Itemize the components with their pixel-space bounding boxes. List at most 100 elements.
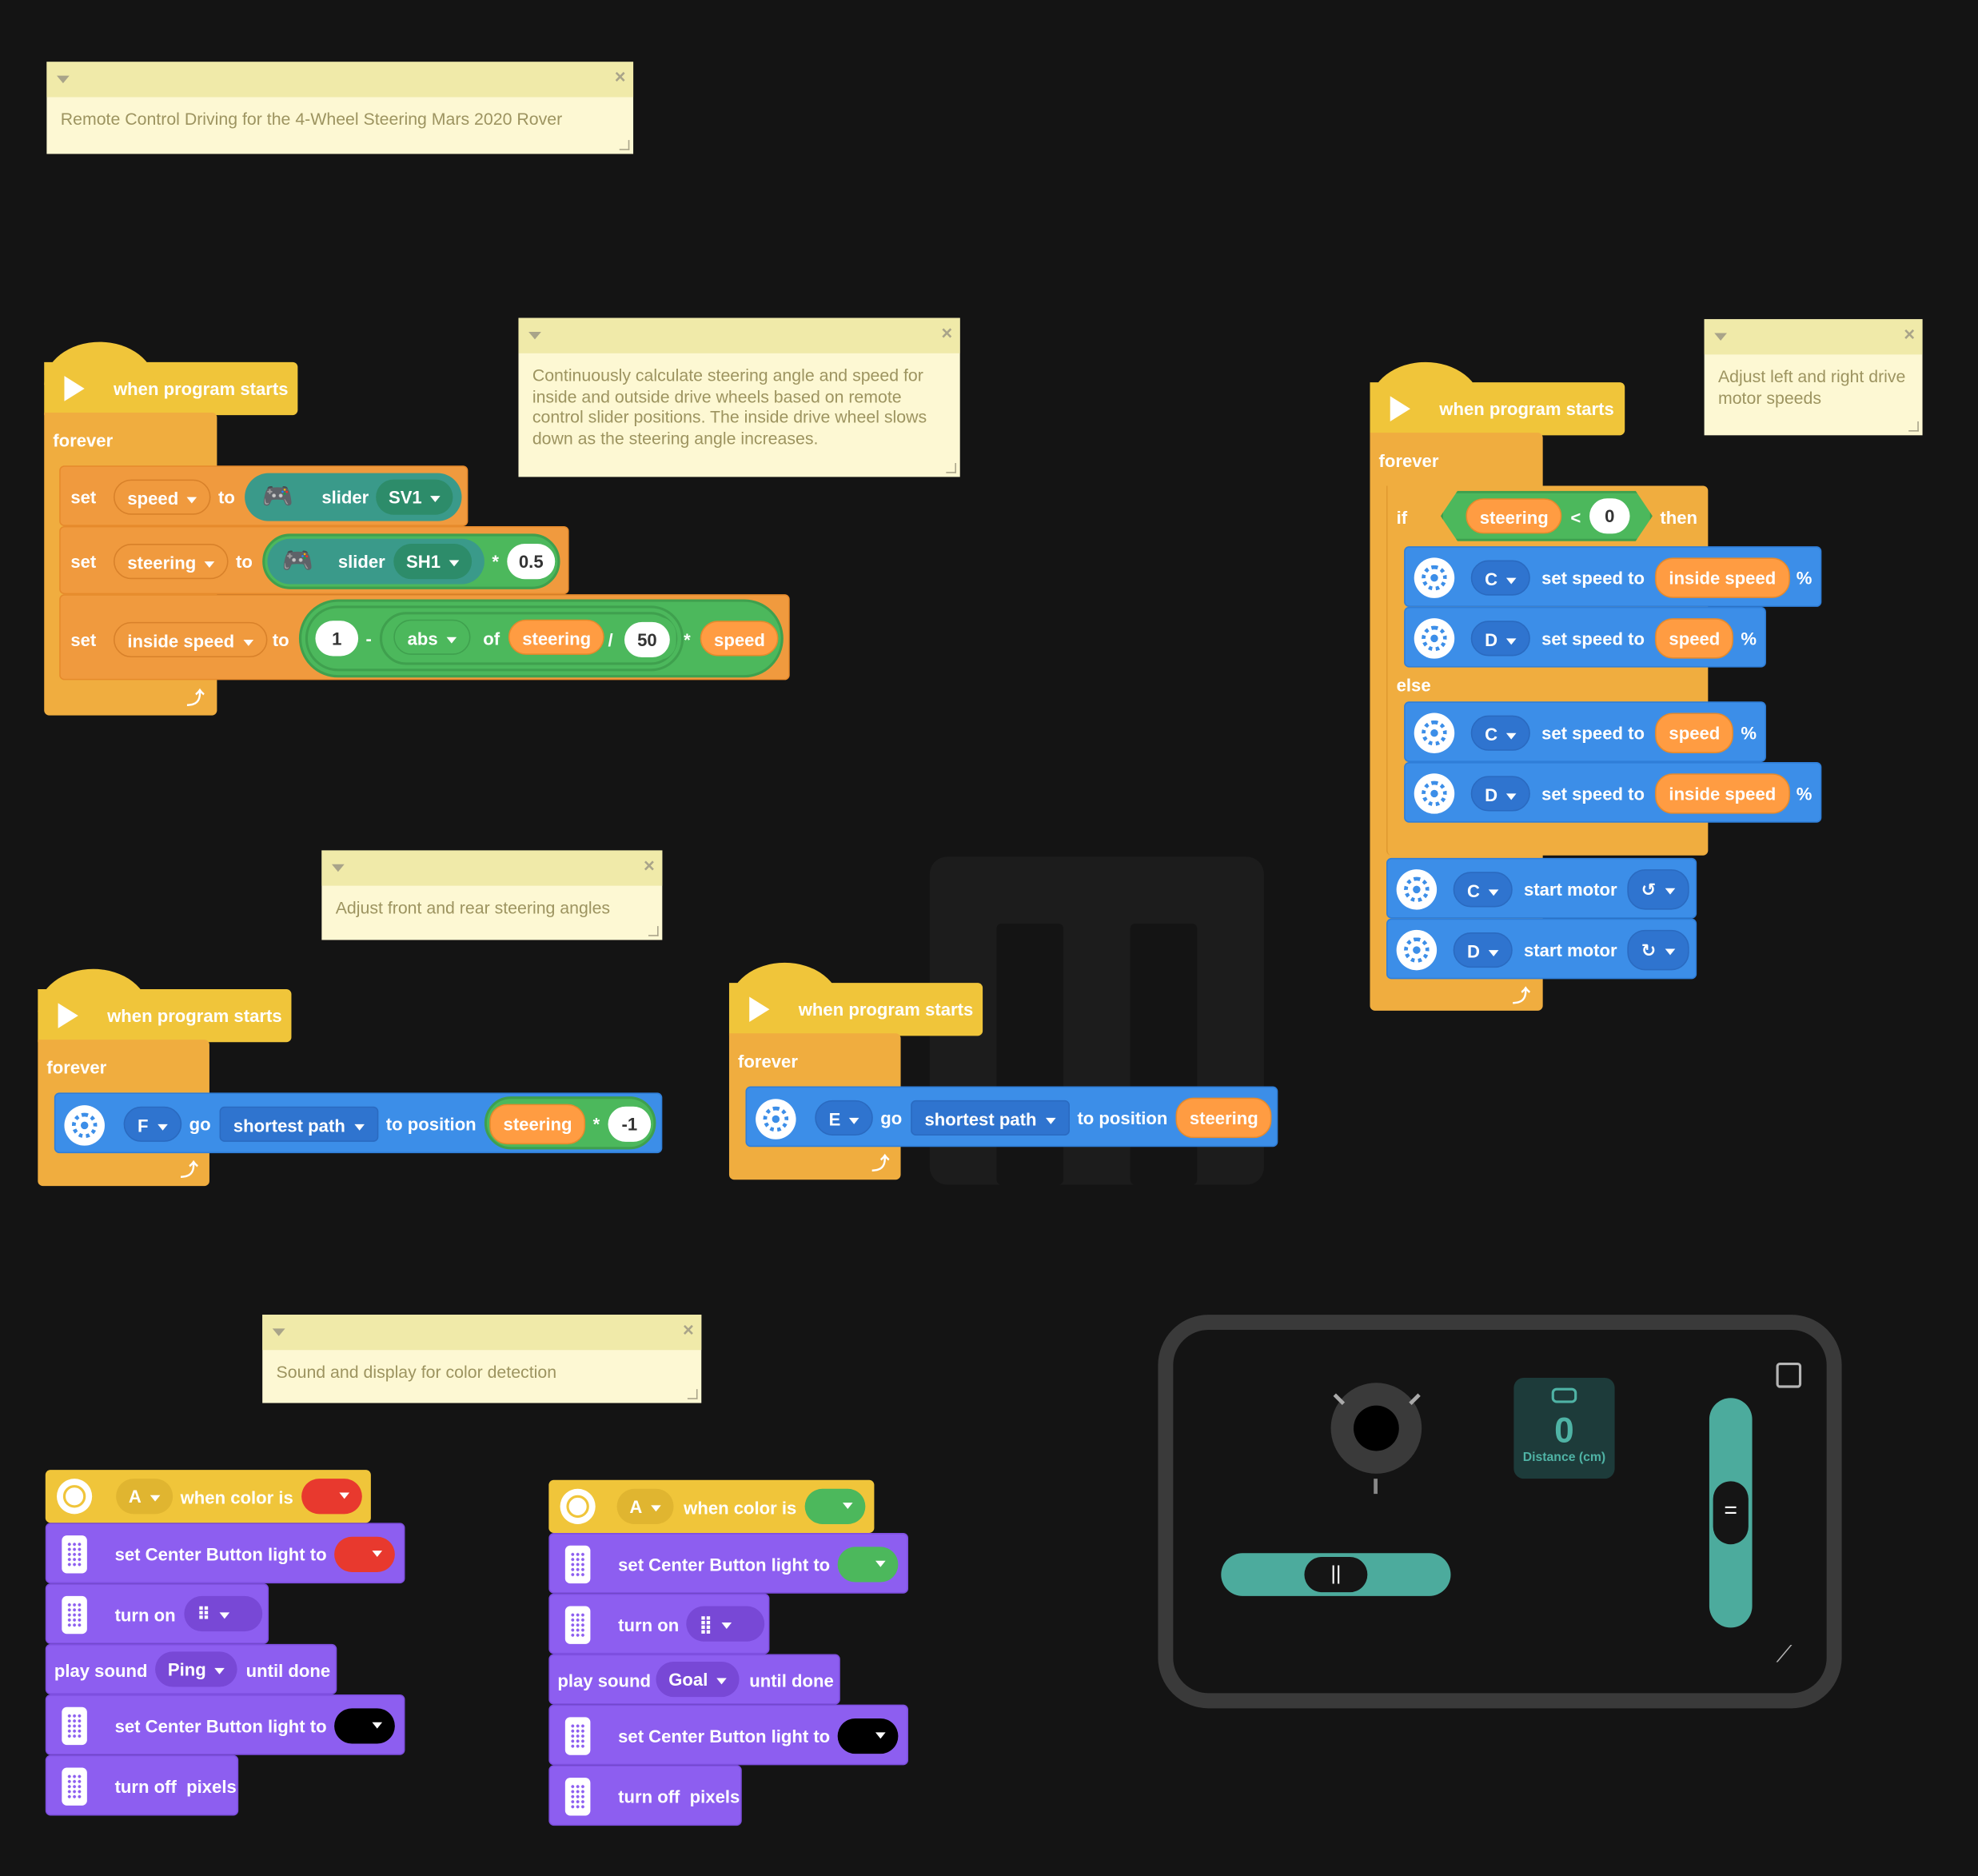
- speed-reporter[interactable]: speed: [1655, 618, 1734, 659]
- note-header[interactable]: ×: [46, 62, 634, 98]
- abs-dropdown[interactable]: abs: [393, 619, 471, 655]
- turn-on-block[interactable]: turn on ⣿: [548, 1593, 770, 1654]
- set-speed-block[interactable]: set speed to 🎮 slider SV1: [59, 465, 469, 526]
- collapse-icon[interactable]: [528, 331, 541, 340]
- turn-off-pixels-block[interactable]: turn off pixels: [45, 1754, 239, 1816]
- multiply-operator[interactable]: steering * -1: [484, 1096, 656, 1150]
- close-icon[interactable]: ×: [614, 66, 626, 89]
- sound-dropdown[interactable]: Ping: [155, 1651, 238, 1687]
- speed-reporter[interactable]: speed: [700, 621, 780, 657]
- play-sound-block[interactable]: play sound Ping until done: [45, 1643, 337, 1694]
- remote-control-dashboard[interactable]: ⟋ 0 Distance (cm) || =: [1158, 1315, 1842, 1709]
- close-icon[interactable]: ×: [1904, 324, 1916, 346]
- port-dropdown[interactable]: D: [1470, 776, 1531, 812]
- port-dropdown[interactable]: F: [123, 1106, 181, 1142]
- vertical-slider[interactable]: =: [1709, 1398, 1753, 1628]
- start-motor-c[interactable]: C start motor ↺: [1386, 857, 1697, 919]
- note-steering-calc[interactable]: × Continuously calculate steering angle …: [518, 317, 960, 477]
- rotation-knob[interactable]: [1330, 1383, 1422, 1495]
- color-dropdown[interactable]: [334, 1536, 395, 1572]
- slider-handle[interactable]: =: [1713, 1481, 1749, 1545]
- when-program-starts-block[interactable]: when program starts: [728, 962, 983, 1036]
- set-center-light-block[interactable]: set Center Button light to: [548, 1704, 909, 1766]
- steering-reporter[interactable]: steering: [1466, 498, 1563, 534]
- note-header[interactable]: ×: [321, 850, 663, 886]
- image-dropdown[interactable]: ⣿: [686, 1606, 765, 1642]
- resize-icon[interactable]: [946, 463, 956, 473]
- set-speed-d-speed[interactable]: D set speed to speed %: [1404, 606, 1766, 668]
- play-sound-block[interactable]: play sound Goal until done: [548, 1654, 840, 1705]
- note-header[interactable]: ×: [1704, 319, 1923, 355]
- steering-reporter[interactable]: steering: [1175, 1097, 1273, 1139]
- speed-reporter[interactable]: speed: [1655, 712, 1734, 753]
- color-dropdown[interactable]: [301, 1479, 362, 1515]
- close-icon[interactable]: ×: [941, 322, 953, 345]
- resize-icon[interactable]: [687, 1389, 698, 1399]
- when-color-block[interactable]: A when color is: [45, 1470, 371, 1523]
- port-dropdown[interactable]: E: [815, 1100, 874, 1136]
- set-steering-block[interactable]: set steering to 🎮 slider SH1 * 0.5: [59, 525, 569, 595]
- number-input[interactable]: 0.5: [507, 544, 556, 580]
- sound-dropdown[interactable]: Goal: [656, 1661, 740, 1698]
- slider-reporter[interactable]: 🎮 slider SV1: [245, 473, 462, 521]
- inside-speed-reporter[interactable]: inside speed: [1655, 773, 1790, 814]
- number-input[interactable]: 1: [315, 621, 359, 657]
- when-program-starts-block[interactable]: when program starts: [1370, 361, 1625, 436]
- steering-reporter[interactable]: steering: [489, 1104, 586, 1145]
- when-program-starts-block[interactable]: when program starts: [38, 968, 292, 1043]
- resize-icon[interactable]: ⟋: [1776, 1641, 1793, 1667]
- set-speed-d-inside[interactable]: D set speed to inside speed %: [1404, 761, 1822, 823]
- slider-dropdown[interactable]: SH1: [393, 544, 473, 580]
- edit-icon[interactable]: [1776, 1363, 1802, 1388]
- color-dropdown[interactable]: [837, 1547, 899, 1583]
- variable-dropdown[interactable]: steering: [114, 544, 229, 580]
- slider-handle[interactable]: ||: [1304, 1557, 1368, 1593]
- resize-icon[interactable]: [619, 140, 630, 150]
- collapse-icon[interactable]: [57, 75, 70, 84]
- go-to-position-e[interactable]: E go shortest path to position steering: [745, 1086, 1278, 1148]
- note-header[interactable]: ×: [262, 1315, 702, 1351]
- note-color-detection[interactable]: × Sound and display for color detection: [262, 1315, 702, 1403]
- slider-dropdown[interactable]: SV1: [376, 479, 454, 515]
- set-speed-c-speed[interactable]: C set speed to speed %: [1404, 701, 1766, 762]
- number-input[interactable]: 50: [624, 621, 670, 658]
- port-dropdown[interactable]: C: [1470, 715, 1531, 751]
- port-dropdown[interactable]: A: [616, 1488, 674, 1524]
- port-dropdown[interactable]: D: [1453, 932, 1513, 968]
- set-speed-c-inside[interactable]: C set speed to inside speed %: [1404, 546, 1822, 607]
- multiply-operator[interactable]: 1 - abs of steering / 50 * speed: [298, 599, 784, 678]
- set-center-light-block[interactable]: set Center Button light to: [548, 1533, 909, 1594]
- path-dropdown[interactable]: shortest path: [219, 1106, 378, 1142]
- number-input[interactable]: 0: [1589, 498, 1630, 534]
- start-motor-d[interactable]: D start motor ↻: [1386, 918, 1697, 980]
- variable-dropdown[interactable]: inside speed: [114, 621, 268, 658]
- number-input[interactable]: -1: [608, 1106, 652, 1142]
- turn-on-block[interactable]: turn on ⠿: [45, 1583, 269, 1644]
- color-dropdown[interactable]: [804, 1488, 866, 1524]
- port-dropdown[interactable]: C: [1470, 560, 1531, 596]
- horizontal-slider[interactable]: ||: [1221, 1553, 1451, 1596]
- close-icon[interactable]: ×: [682, 1319, 694, 1342]
- turn-off-pixels-block[interactable]: turn off pixels: [548, 1765, 742, 1826]
- when-color-block[interactable]: A when color is: [548, 1479, 875, 1534]
- go-to-position-f[interactable]: F go shortest path to position steering …: [54, 1092, 663, 1154]
- collapse-icon[interactable]: [1714, 333, 1728, 341]
- steering-reporter[interactable]: steering: [508, 619, 605, 655]
- note-header[interactable]: ×: [518, 317, 960, 353]
- collapse-icon[interactable]: [331, 864, 345, 872]
- direction-dropdown[interactable]: ↺: [1627, 869, 1689, 910]
- note-motor-speeds[interactable]: × Adjust left and right drive motor spee…: [1704, 319, 1923, 436]
- path-dropdown[interactable]: shortest path: [911, 1100, 1070, 1136]
- slider-reporter[interactable]: 🎮 slider SH1: [267, 538, 485, 585]
- when-program-starts-block[interactable]: when program starts: [44, 341, 298, 416]
- color-dropdown[interactable]: [837, 1718, 899, 1754]
- set-center-light-block[interactable]: set Center Button light to: [45, 1523, 405, 1584]
- set-center-light-block[interactable]: set Center Button light to: [45, 1694, 405, 1755]
- note-title[interactable]: × Remote Control Driving for the 4-Wheel…: [46, 62, 634, 154]
- inside-speed-reporter[interactable]: inside speed: [1655, 557, 1790, 598]
- less-than-operator[interactable]: steering < 0: [1440, 490, 1653, 541]
- set-inside-speed-block[interactable]: set inside speed to 1 - abs of steering …: [59, 594, 790, 681]
- port-dropdown[interactable]: D: [1470, 621, 1531, 657]
- multiply-operator[interactable]: 🎮 slider SH1 * 0.5: [262, 533, 560, 589]
- resize-icon[interactable]: [1908, 421, 1919, 432]
